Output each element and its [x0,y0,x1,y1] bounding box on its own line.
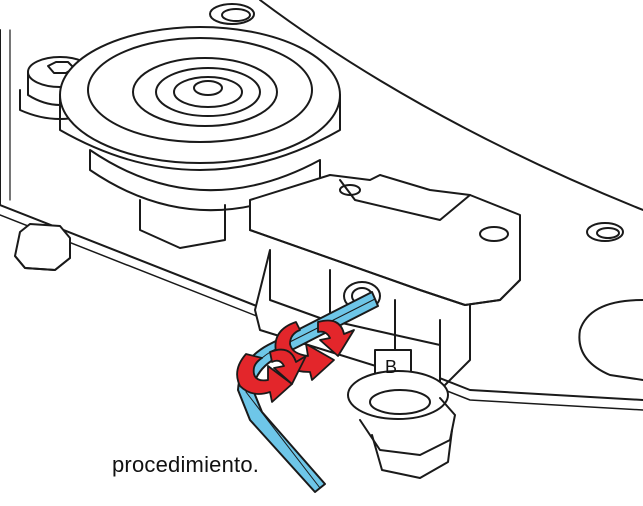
rotation-arrow-icon [236,319,355,403]
marker-label: B [385,357,397,377]
hex-nut-bottom [347,370,456,479]
hex-nut-left [14,223,71,271]
caption-text: procedimiento. [112,452,260,477]
